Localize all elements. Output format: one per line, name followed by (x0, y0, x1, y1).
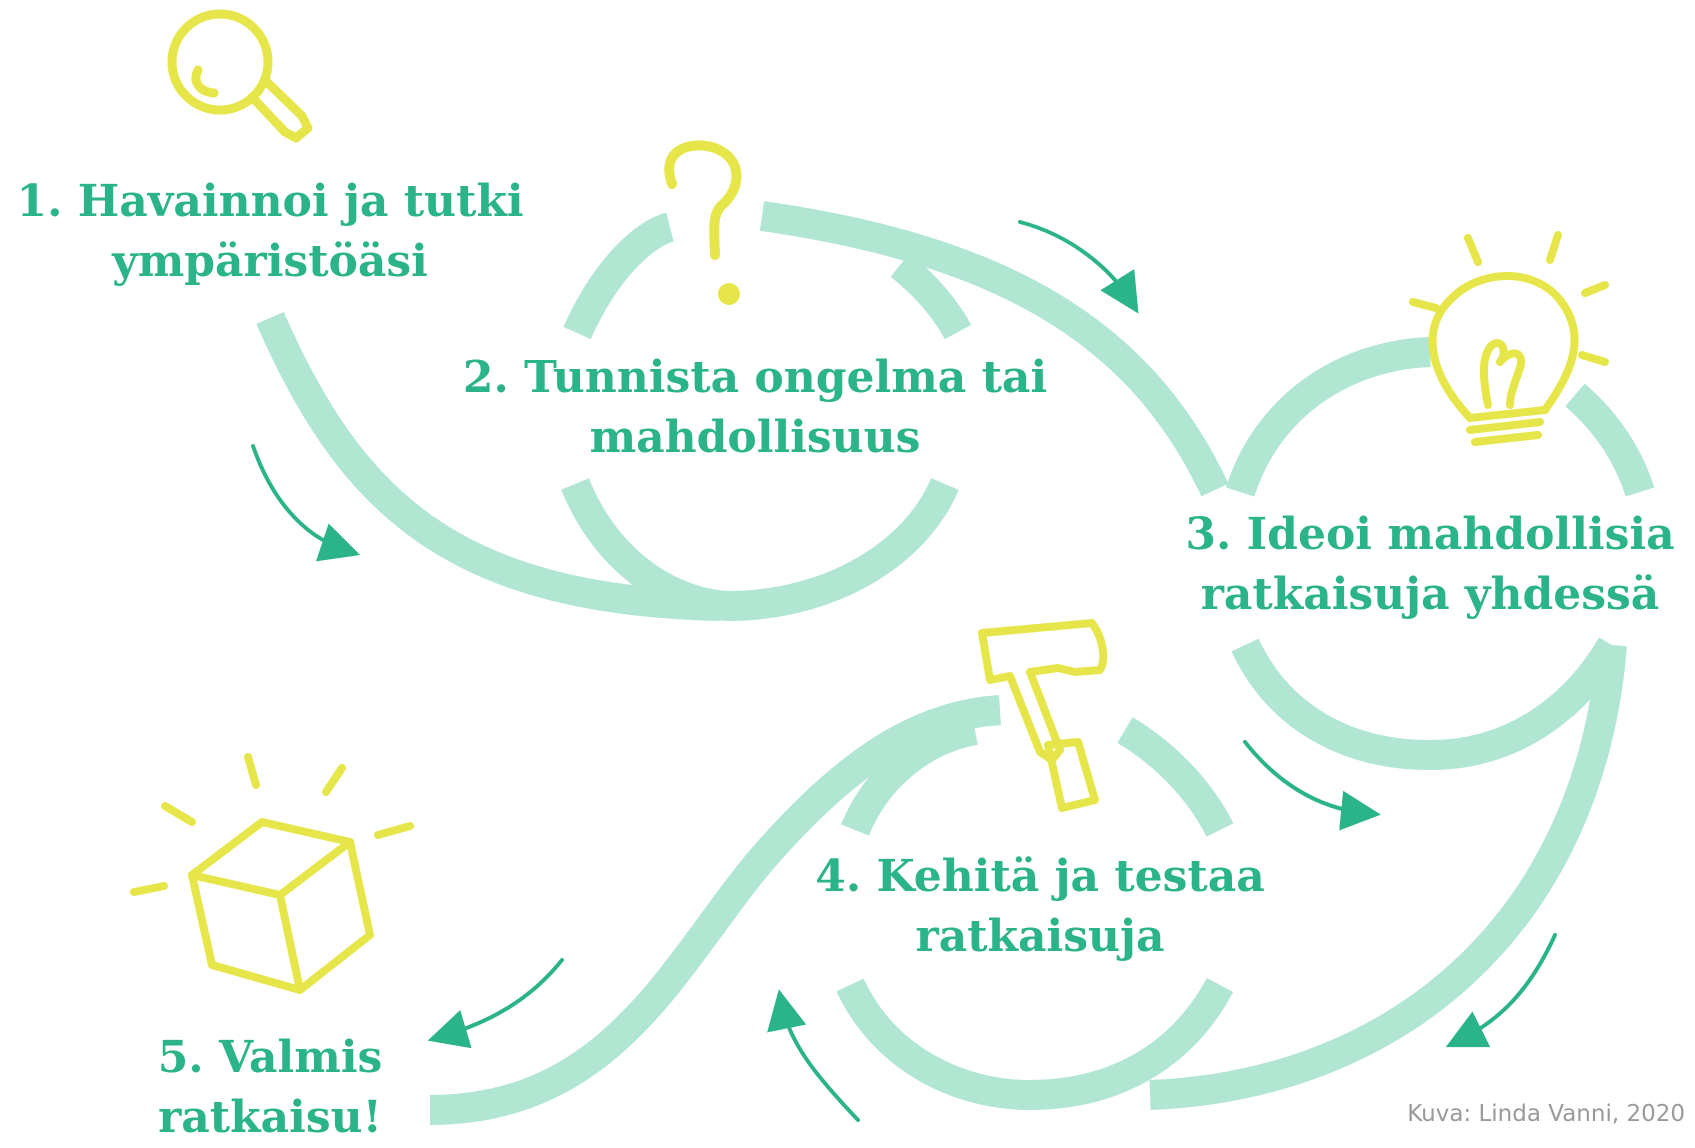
magnifier-icon (167, 9, 313, 143)
step-4-line-2: ratkaisuja (915, 911, 1165, 962)
step-3-line-1: 3. Ideoi mahdollisia (1185, 509, 1675, 560)
flow-path-segment-4 (429, 695, 1002, 1125)
loop-4-bottom (836, 977, 1234, 1111)
step-4-line-1: 4. Kehitä ja testaa (815, 851, 1265, 902)
flow-path-segment-3 (1149, 643, 1627, 1110)
loop-3-top (1225, 337, 1431, 497)
loop-2-top (563, 212, 675, 340)
loop-3-bottom (1231, 637, 1625, 771)
step-5-line-1: 5. Valmis (157, 1032, 383, 1083)
image-credit: Kuva: Linda Vanni, 2020 (1407, 1101, 1685, 1127)
flow-path (256, 201, 1655, 1125)
hammer-icon (978, 619, 1108, 812)
step-2-line-1: 2. Tunnista ongelma tai (462, 352, 1048, 403)
arrow-4-return (767, 989, 860, 1122)
direction-arrows (251, 220, 1557, 1122)
flow-path-segment-2 (759, 201, 1229, 497)
loop-2-top-right (890, 253, 972, 340)
step-4-label: 4. Kehitä ja testaa ratkaisuja (780, 847, 1300, 967)
step-5-label: 5. Valmis ratkaisu! (120, 1028, 420, 1148)
step-3-line-2: ratkaisuja yhdessä (1200, 569, 1660, 620)
step-2-label: 2. Tunnista ongelma tai mahdollisuus (455, 348, 1055, 468)
arrow-1-to-2 (251, 444, 361, 562)
step-1-label: 1. Havainnoi ja tutki ympäristöäsi (0, 172, 540, 292)
step-2-line-2: mahdollisuus (589, 412, 921, 463)
arrow-2-to-3 (1018, 220, 1139, 314)
question-mark-icon (664, 140, 742, 305)
arrow-4-to-5 (427, 958, 564, 1049)
flow-path-segment-1 (256, 311, 721, 621)
step-1-line-1: 1. Havainnoi ja tutki (16, 176, 524, 227)
loop-4-top-right (1117, 717, 1234, 837)
box-icon (130, 753, 414, 994)
loop-4-top (841, 715, 979, 836)
loop-2-bottom (561, 477, 959, 622)
loop-3-top-right (1565, 383, 1655, 497)
step-5-line-2: ratkaisu! (158, 1092, 382, 1143)
arrow-3-to-4 (1243, 740, 1381, 831)
step-1-line-2: ympäristöäsi (112, 236, 428, 287)
arrow-4-loop-back (1445, 933, 1557, 1048)
step-3-label: 3. Ideoi mahdollisia ratkaisuja yhdessä (1170, 505, 1690, 625)
lightbulb-icon (1409, 231, 1609, 446)
